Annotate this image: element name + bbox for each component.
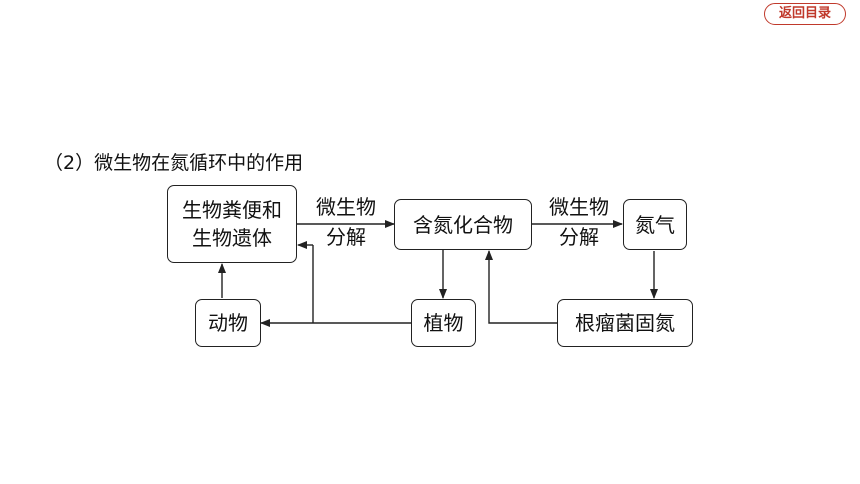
back-to-contents-button[interactable]: 返回目录 bbox=[764, 3, 846, 25]
node-remains-line2: 生物遗体 bbox=[192, 226, 272, 250]
node-nodule: 根瘤菌固氮 bbox=[557, 299, 693, 347]
node-animal: 动物 bbox=[195, 299, 261, 347]
node-nitrogen: 氮气 bbox=[623, 199, 687, 250]
node-remains-line1: 生物粪便和 bbox=[182, 198, 282, 222]
node-remains: 生物粪便和 生物遗体 bbox=[167, 185, 297, 263]
node-plant: 植物 bbox=[411, 299, 476, 347]
section-heading: （2）微生物在氮循环中的作用 bbox=[44, 152, 304, 174]
arrow-nodule-to-compounds bbox=[485, 250, 557, 324]
edge-label-decompose-1: 微生物 分解 bbox=[316, 195, 376, 249]
node-compounds: 含氮化合物 bbox=[394, 199, 532, 250]
edge-label-decompose-2: 微生物 分解 bbox=[549, 195, 609, 249]
